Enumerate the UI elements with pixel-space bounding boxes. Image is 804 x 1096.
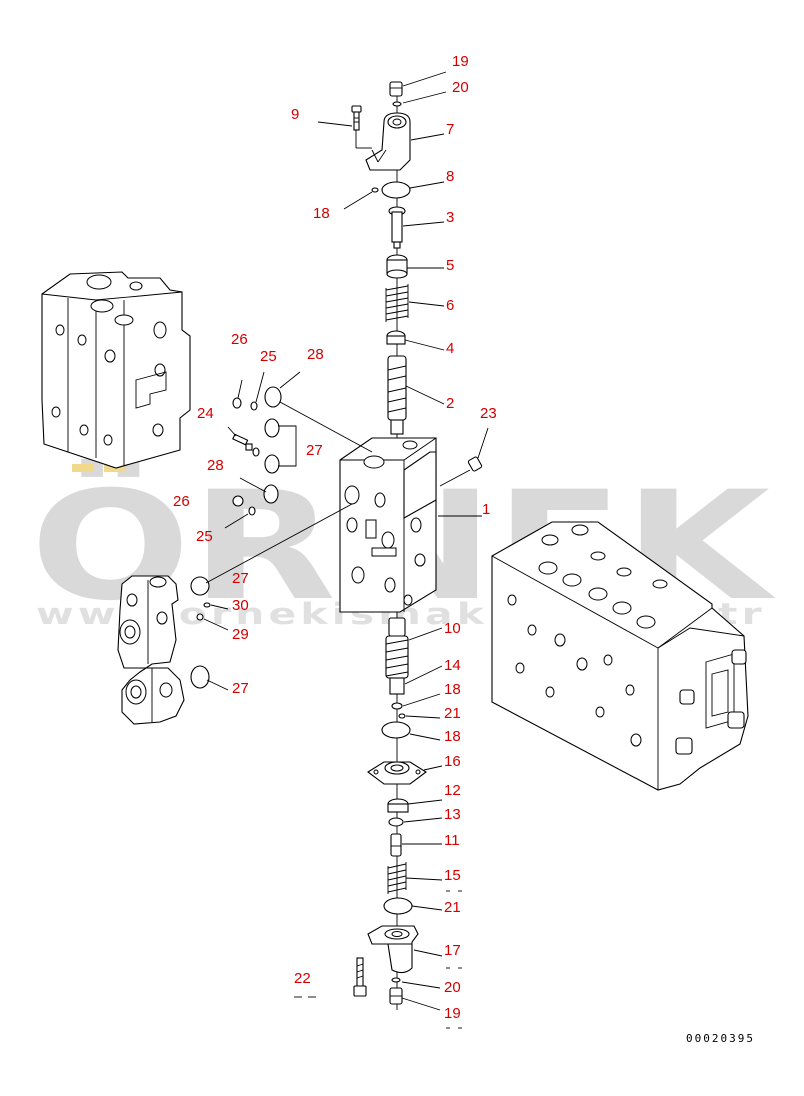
plug-23: [439, 456, 483, 487]
callout-19-top: 19: [452, 53, 469, 70]
callout-13: 13: [444, 806, 461, 823]
callout-25-top: 25: [260, 348, 277, 365]
o-ring-27-d: [190, 576, 210, 596]
piston-3: [388, 206, 406, 249]
cover-17: [367, 925, 419, 974]
o-ring-27-b: [264, 454, 280, 474]
o-ring-18-large: [381, 721, 411, 739]
callout-17: 17: [444, 942, 461, 959]
callout-26-low: 26: [173, 493, 190, 510]
bolt-22: [353, 957, 367, 997]
assembly-leaders: [205, 401, 373, 584]
callout-20-top: 20: [452, 79, 469, 96]
callout-18-mid: 18: [444, 681, 461, 698]
o-ring-27-e: [190, 665, 210, 689]
callout-21-mid: 21: [444, 705, 461, 722]
bolt-9: [351, 105, 372, 149]
o-ring-18-mid: [391, 702, 403, 710]
callout-18-low: 18: [444, 728, 461, 745]
o-ring-21-low: [383, 897, 413, 915]
callout-26-top: 26: [231, 331, 248, 348]
callout-27-c: 27: [232, 680, 249, 697]
callout-10: 10: [444, 620, 461, 637]
spool-2: [387, 355, 407, 435]
plug-19-top: [389, 81, 403, 97]
callout-27-b: 27: [232, 570, 249, 587]
spring-6: [385, 284, 409, 322]
callout-20-low: 20: [444, 979, 461, 996]
spool-10: [385, 617, 409, 695]
callout-leaders: [203, 71, 489, 1011]
seal-26-top: [232, 397, 242, 409]
seal-parts-left: [190, 386, 297, 689]
seat-4: [386, 330, 406, 345]
o-ring-18-top: [371, 187, 379, 193]
callout-labels: 19 20 9 7 8 18 3 5 6 4 26 25 28 2 23 24 …: [173, 53, 497, 1022]
ring-13: [388, 817, 404, 827]
callout-18-top: 18: [313, 205, 330, 222]
callout-1: 1: [482, 501, 490, 518]
callout-15: 15: [444, 867, 461, 884]
callout-12: 12: [444, 782, 461, 799]
callout-24: 24: [197, 405, 214, 422]
plug-19-low: [389, 987, 403, 1005]
callout-21-low: 21: [444, 899, 461, 916]
seal-26-low: [232, 495, 244, 507]
o-ring-20-low: [391, 977, 401, 983]
upper-part-stack: [351, 81, 411, 435]
o-ring-20-top: [392, 101, 402, 107]
pin-24: [232, 433, 260, 457]
ring-30: [203, 602, 211, 608]
callout-8: 8: [446, 168, 454, 185]
spring-seat-5: [386, 254, 408, 279]
watermark-accent: [72, 464, 94, 472]
callout-23: 23: [480, 405, 497, 422]
callout-22: 22: [294, 970, 311, 987]
lower-part-stack: [353, 617, 427, 1005]
o-ring-27-c: [263, 484, 279, 504]
valve-assembly-right: [491, 521, 749, 791]
cover-7: [365, 112, 411, 171]
o-ring-28-top: [264, 386, 282, 408]
callout-9: 9: [291, 106, 299, 123]
pin-11: [390, 833, 402, 857]
callout-29: 29: [232, 626, 249, 643]
callout-25-low: 25: [196, 528, 213, 545]
callout-5: 5: [446, 257, 454, 274]
drawing-code: 00020395: [686, 1032, 755, 1045]
spring-15: [387, 862, 407, 894]
o-ring-27-a: [264, 418, 280, 438]
callout-11: 11: [444, 832, 460, 849]
ring-25-top: [250, 401, 258, 411]
callout-4: 4: [446, 340, 454, 357]
ring-25-low: [248, 506, 256, 516]
callout-30: 30: [232, 597, 249, 614]
callout-2: 2: [446, 395, 454, 412]
ring-29: [196, 613, 204, 621]
valve-body-1: [339, 437, 437, 613]
valve-assembly-top-left: [41, 271, 191, 469]
dash-marks: [294, 890, 462, 1029]
callout-28-top: 28: [307, 346, 324, 363]
callout-19-low: 19: [444, 1005, 461, 1022]
callout-14: 14: [444, 657, 461, 674]
callout-28-b: 28: [207, 457, 224, 474]
callout-27-a: 27: [306, 442, 323, 459]
callout-7: 7: [446, 121, 454, 138]
seat-12: [387, 798, 409, 813]
callout-16: 16: [444, 753, 461, 770]
valve-assembly-left-lower: [117, 575, 185, 725]
o-ring-21-mid: [398, 713, 406, 719]
callout-6: 6: [446, 297, 454, 314]
callout-3: 3: [446, 209, 454, 226]
o-ring-8: [381, 181, 411, 199]
flange-16: [367, 761, 427, 785]
